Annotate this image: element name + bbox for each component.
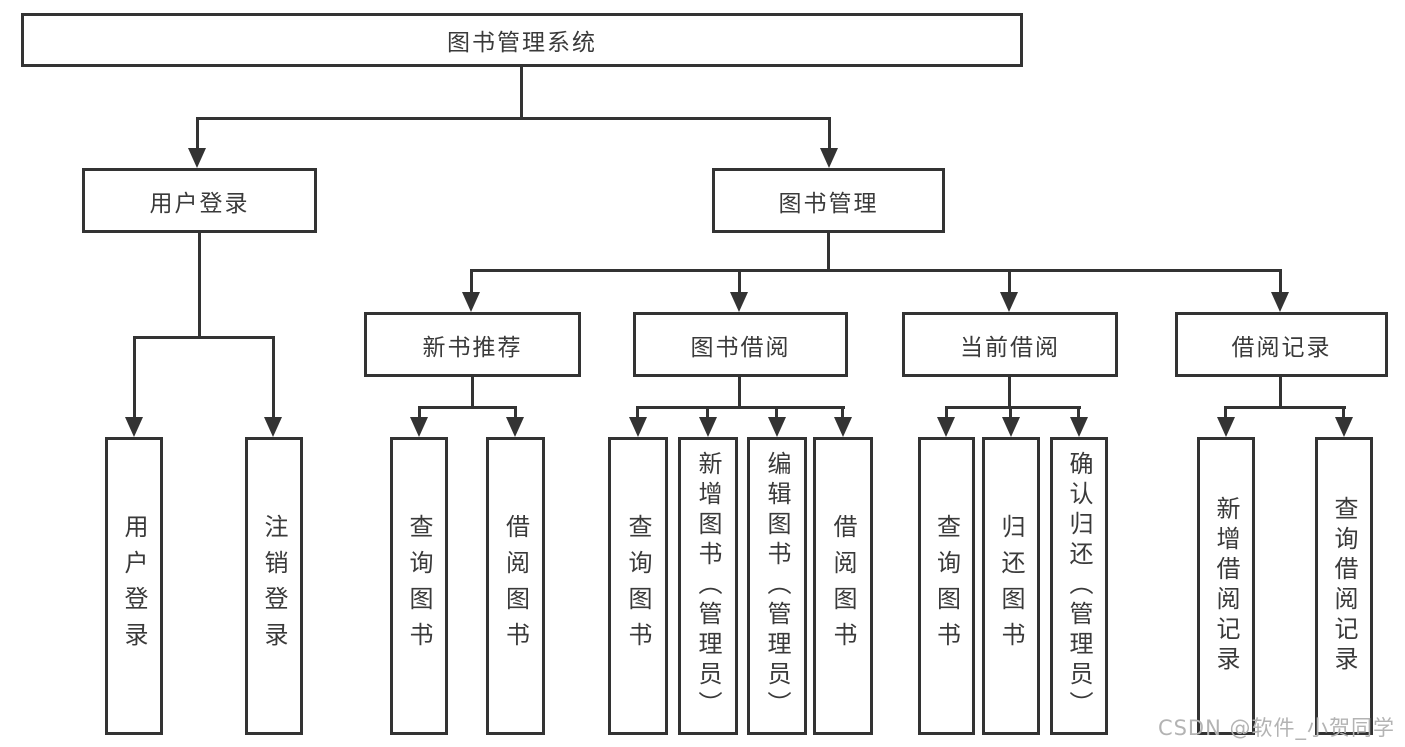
node-label: 新书推荐 — [422, 334, 523, 361]
connector-line — [1008, 269, 1011, 296]
node-label: 借阅记录 — [1231, 334, 1332, 361]
leaf-label: 查询借阅记录 — [1330, 496, 1358, 676]
node-current-borrow: 当前借阅 — [902, 312, 1118, 377]
arrowhead-icon — [1335, 417, 1353, 437]
leaf-borrow-books-1: 借阅图书 — [486, 437, 545, 735]
node-new-book-recommend: 新书推荐 — [364, 312, 581, 377]
leaf-query-books-2: 查询图书 — [608, 437, 668, 735]
arrowhead-icon — [1002, 417, 1020, 437]
leaf-query-borrow-record: 查询借阅记录 — [1315, 437, 1373, 735]
arrowhead-icon — [1271, 292, 1289, 312]
leaf-add-borrow-record: 新增借阅记录 — [1197, 437, 1255, 735]
arrowhead-icon — [1000, 292, 1018, 312]
connector-line — [133, 336, 275, 339]
connector-line — [1342, 406, 1345, 420]
leaf-label: 新增图书（管理员） — [694, 451, 722, 721]
node-user-login: 用户登录 — [82, 168, 317, 233]
connector-line — [514, 406, 517, 420]
connector-line — [827, 233, 830, 272]
connector-line — [945, 406, 948, 420]
leaf-label: 确认归还（管理员） — [1065, 451, 1093, 721]
node-label: 图书借阅 — [690, 334, 791, 361]
arrowhead-icon — [410, 417, 428, 437]
leaf-label: 查询图书 — [405, 514, 433, 658]
node-book-management: 图书管理 — [712, 168, 945, 233]
leaf-borrow-books-2: 借阅图书 — [813, 437, 873, 735]
connector-line — [272, 336, 275, 419]
connector-line — [520, 67, 523, 120]
arrowhead-icon — [1217, 417, 1235, 437]
arrowhead-icon — [937, 417, 955, 437]
connector-line — [841, 406, 844, 420]
leaf-label: 归还图书 — [997, 514, 1025, 658]
arrowhead-icon — [462, 292, 480, 312]
connector-line — [1224, 406, 1346, 409]
node-borrow-records: 借阅记录 — [1175, 312, 1388, 377]
connector-line — [706, 406, 709, 420]
arrowhead-icon — [629, 417, 647, 437]
arrowhead-icon — [730, 292, 748, 312]
node-book-borrow: 图书借阅 — [633, 312, 848, 377]
leaf-label: 查询图书 — [624, 514, 652, 658]
arrowhead-icon — [125, 417, 143, 437]
connector-line — [196, 117, 831, 120]
connector-line — [1009, 406, 1012, 420]
node-system-root: 图书管理系统 — [21, 13, 1023, 67]
leaf-label: 借阅图书 — [829, 514, 857, 658]
node-label: 当前借阅 — [960, 334, 1060, 361]
leaf-query-books-1: 查询图书 — [390, 437, 448, 735]
connector-line — [418, 406, 517, 409]
connector-line — [1279, 269, 1282, 296]
arrowhead-icon — [820, 148, 838, 168]
leaf-confirm-return-admin: 确认归还（管理员） — [1050, 437, 1108, 735]
connector-line — [636, 406, 845, 409]
connector-line — [470, 269, 473, 296]
leaf-label: 查询图书 — [932, 514, 961, 658]
leaf-logout: 注销登录 — [245, 437, 303, 735]
leaf-add-book-admin: 新增图书（管理员） — [678, 437, 738, 735]
leaf-query-books-3: 查询图书 — [918, 437, 975, 735]
leaf-label: 新增借阅记录 — [1212, 496, 1240, 676]
leaf-edit-book-admin: 编辑图书（管理员） — [747, 437, 807, 735]
connector-line — [471, 377, 474, 409]
leaf-label: 借阅图书 — [501, 514, 530, 658]
leaf-label: 注销登录 — [260, 514, 288, 658]
connector-line — [636, 406, 639, 420]
connector-line — [470, 269, 1282, 272]
leaf-label: 用户登录 — [120, 514, 148, 658]
connector-line — [738, 377, 741, 409]
connector-line — [196, 117, 199, 150]
connector-line — [775, 406, 778, 420]
node-label: 图书管理 — [778, 190, 879, 217]
arrowhead-icon — [264, 417, 282, 437]
connector-line — [1224, 406, 1227, 420]
connector-line — [945, 406, 1081, 409]
connector-line — [828, 117, 831, 150]
leaf-label: 编辑图书（管理员） — [763, 451, 791, 721]
leaf-return-book: 归还图书 — [982, 437, 1040, 735]
node-label: 图书管理系统 — [447, 30, 597, 56]
arrowhead-icon — [1070, 417, 1088, 437]
connector-line — [133, 336, 136, 419]
arrowhead-icon — [834, 417, 852, 437]
csdn-watermark: CSDN @软件_小贺同学 — [1157, 716, 1395, 740]
connector-line — [1077, 406, 1080, 420]
arrowhead-icon — [768, 417, 786, 437]
connector-line — [418, 406, 421, 420]
connector-line — [738, 269, 741, 296]
connector-line — [1008, 377, 1011, 409]
connector-line — [198, 233, 201, 339]
connector-line — [1279, 377, 1282, 409]
arrowhead-icon — [506, 417, 524, 437]
arrowhead-icon — [699, 417, 717, 437]
leaf-user-login: 用户登录 — [105, 437, 163, 735]
arrowhead-icon — [188, 148, 206, 168]
node-label: 用户登录 — [149, 190, 250, 217]
